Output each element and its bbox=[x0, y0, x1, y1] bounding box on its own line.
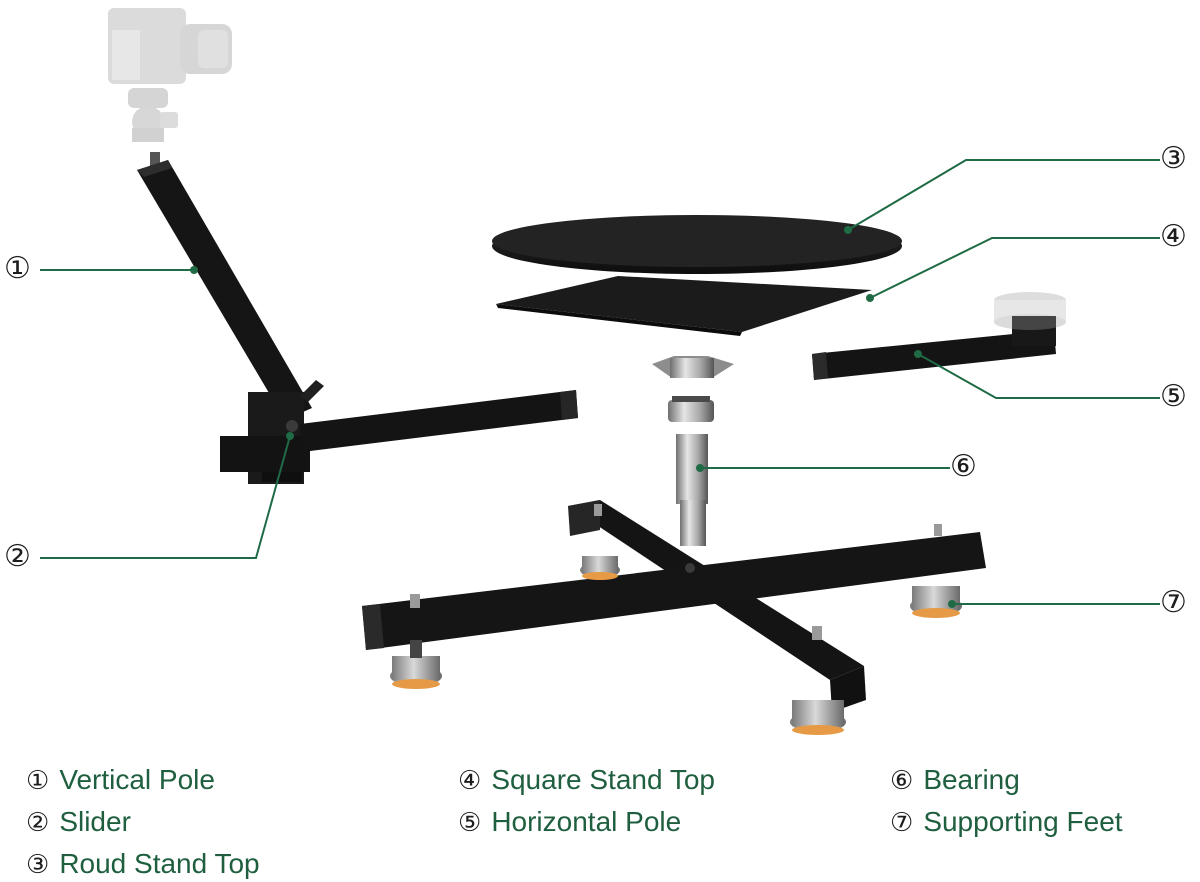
legend-label-6: Bearing bbox=[923, 764, 1020, 795]
leader-5-dot bbox=[914, 350, 922, 358]
legend-num-3: ③ bbox=[26, 850, 50, 880]
legend-num-1: ① bbox=[26, 766, 50, 796]
legend-num-6: ⑥ bbox=[890, 766, 914, 796]
legend-label-2: Slider bbox=[59, 806, 131, 837]
callout-4: ④ bbox=[1160, 219, 1187, 254]
round-stand-top bbox=[492, 215, 902, 274]
legend-item-6: ⑥ Bearing bbox=[890, 764, 1020, 796]
legend-num-5: ⑤ bbox=[458, 808, 482, 838]
leader-lines bbox=[40, 159, 1160, 608]
legend-item-1: ① Vertical Pole bbox=[26, 764, 215, 796]
legend-num-2: ② bbox=[26, 808, 50, 838]
slider bbox=[220, 380, 324, 484]
leader-6-dot bbox=[696, 464, 704, 472]
leader-4 bbox=[869, 237, 1160, 299]
legend-label-3: Roud Stand Top bbox=[59, 848, 260, 879]
legend-label-5: Horizontal Pole bbox=[491, 806, 682, 837]
slider-arm bbox=[300, 390, 578, 452]
callout-6: ⑥ bbox=[950, 449, 977, 484]
vertical-pole bbox=[137, 152, 312, 420]
callout-2: ② bbox=[4, 539, 31, 574]
leader-4-dot bbox=[866, 294, 874, 302]
callout-3: ③ bbox=[1160, 141, 1187, 176]
cross-base bbox=[362, 500, 986, 712]
legend-num-4: ④ bbox=[458, 766, 482, 796]
square-stand-top bbox=[496, 276, 872, 336]
leader-7-dot bbox=[948, 600, 956, 608]
legend-item-3: ③ Roud Stand Top bbox=[26, 848, 260, 880]
leader-3 bbox=[847, 159, 1160, 231]
legend-item-7: ⑦ Supporting Feet bbox=[890, 806, 1123, 838]
leader-2-dot bbox=[286, 432, 294, 440]
legend-label-4: Square Stand Top bbox=[491, 764, 715, 795]
leader-1-dot bbox=[190, 266, 198, 274]
callout-7: ⑦ bbox=[1160, 585, 1187, 620]
leader-3-dot bbox=[844, 226, 852, 234]
bearing bbox=[652, 356, 734, 546]
legend-label-7: Supporting Feet bbox=[923, 806, 1123, 837]
callout-1: ① bbox=[4, 251, 31, 286]
leader-2 bbox=[40, 435, 291, 559]
horizontal-pole bbox=[812, 292, 1066, 380]
legend-num-7: ⑦ bbox=[890, 808, 914, 838]
legend-item-4: ④ Square Stand Top bbox=[458, 764, 715, 796]
leader-5 bbox=[917, 353, 1160, 399]
legend-item-2: ② Slider bbox=[26, 806, 131, 838]
camera bbox=[108, 8, 232, 142]
callout-5: ⑤ bbox=[1160, 379, 1187, 414]
legend-item-5: ⑤ Horizontal Pole bbox=[458, 806, 682, 838]
legend-label-1: Vertical Pole bbox=[59, 764, 215, 795]
supporting-feet bbox=[390, 504, 962, 735]
